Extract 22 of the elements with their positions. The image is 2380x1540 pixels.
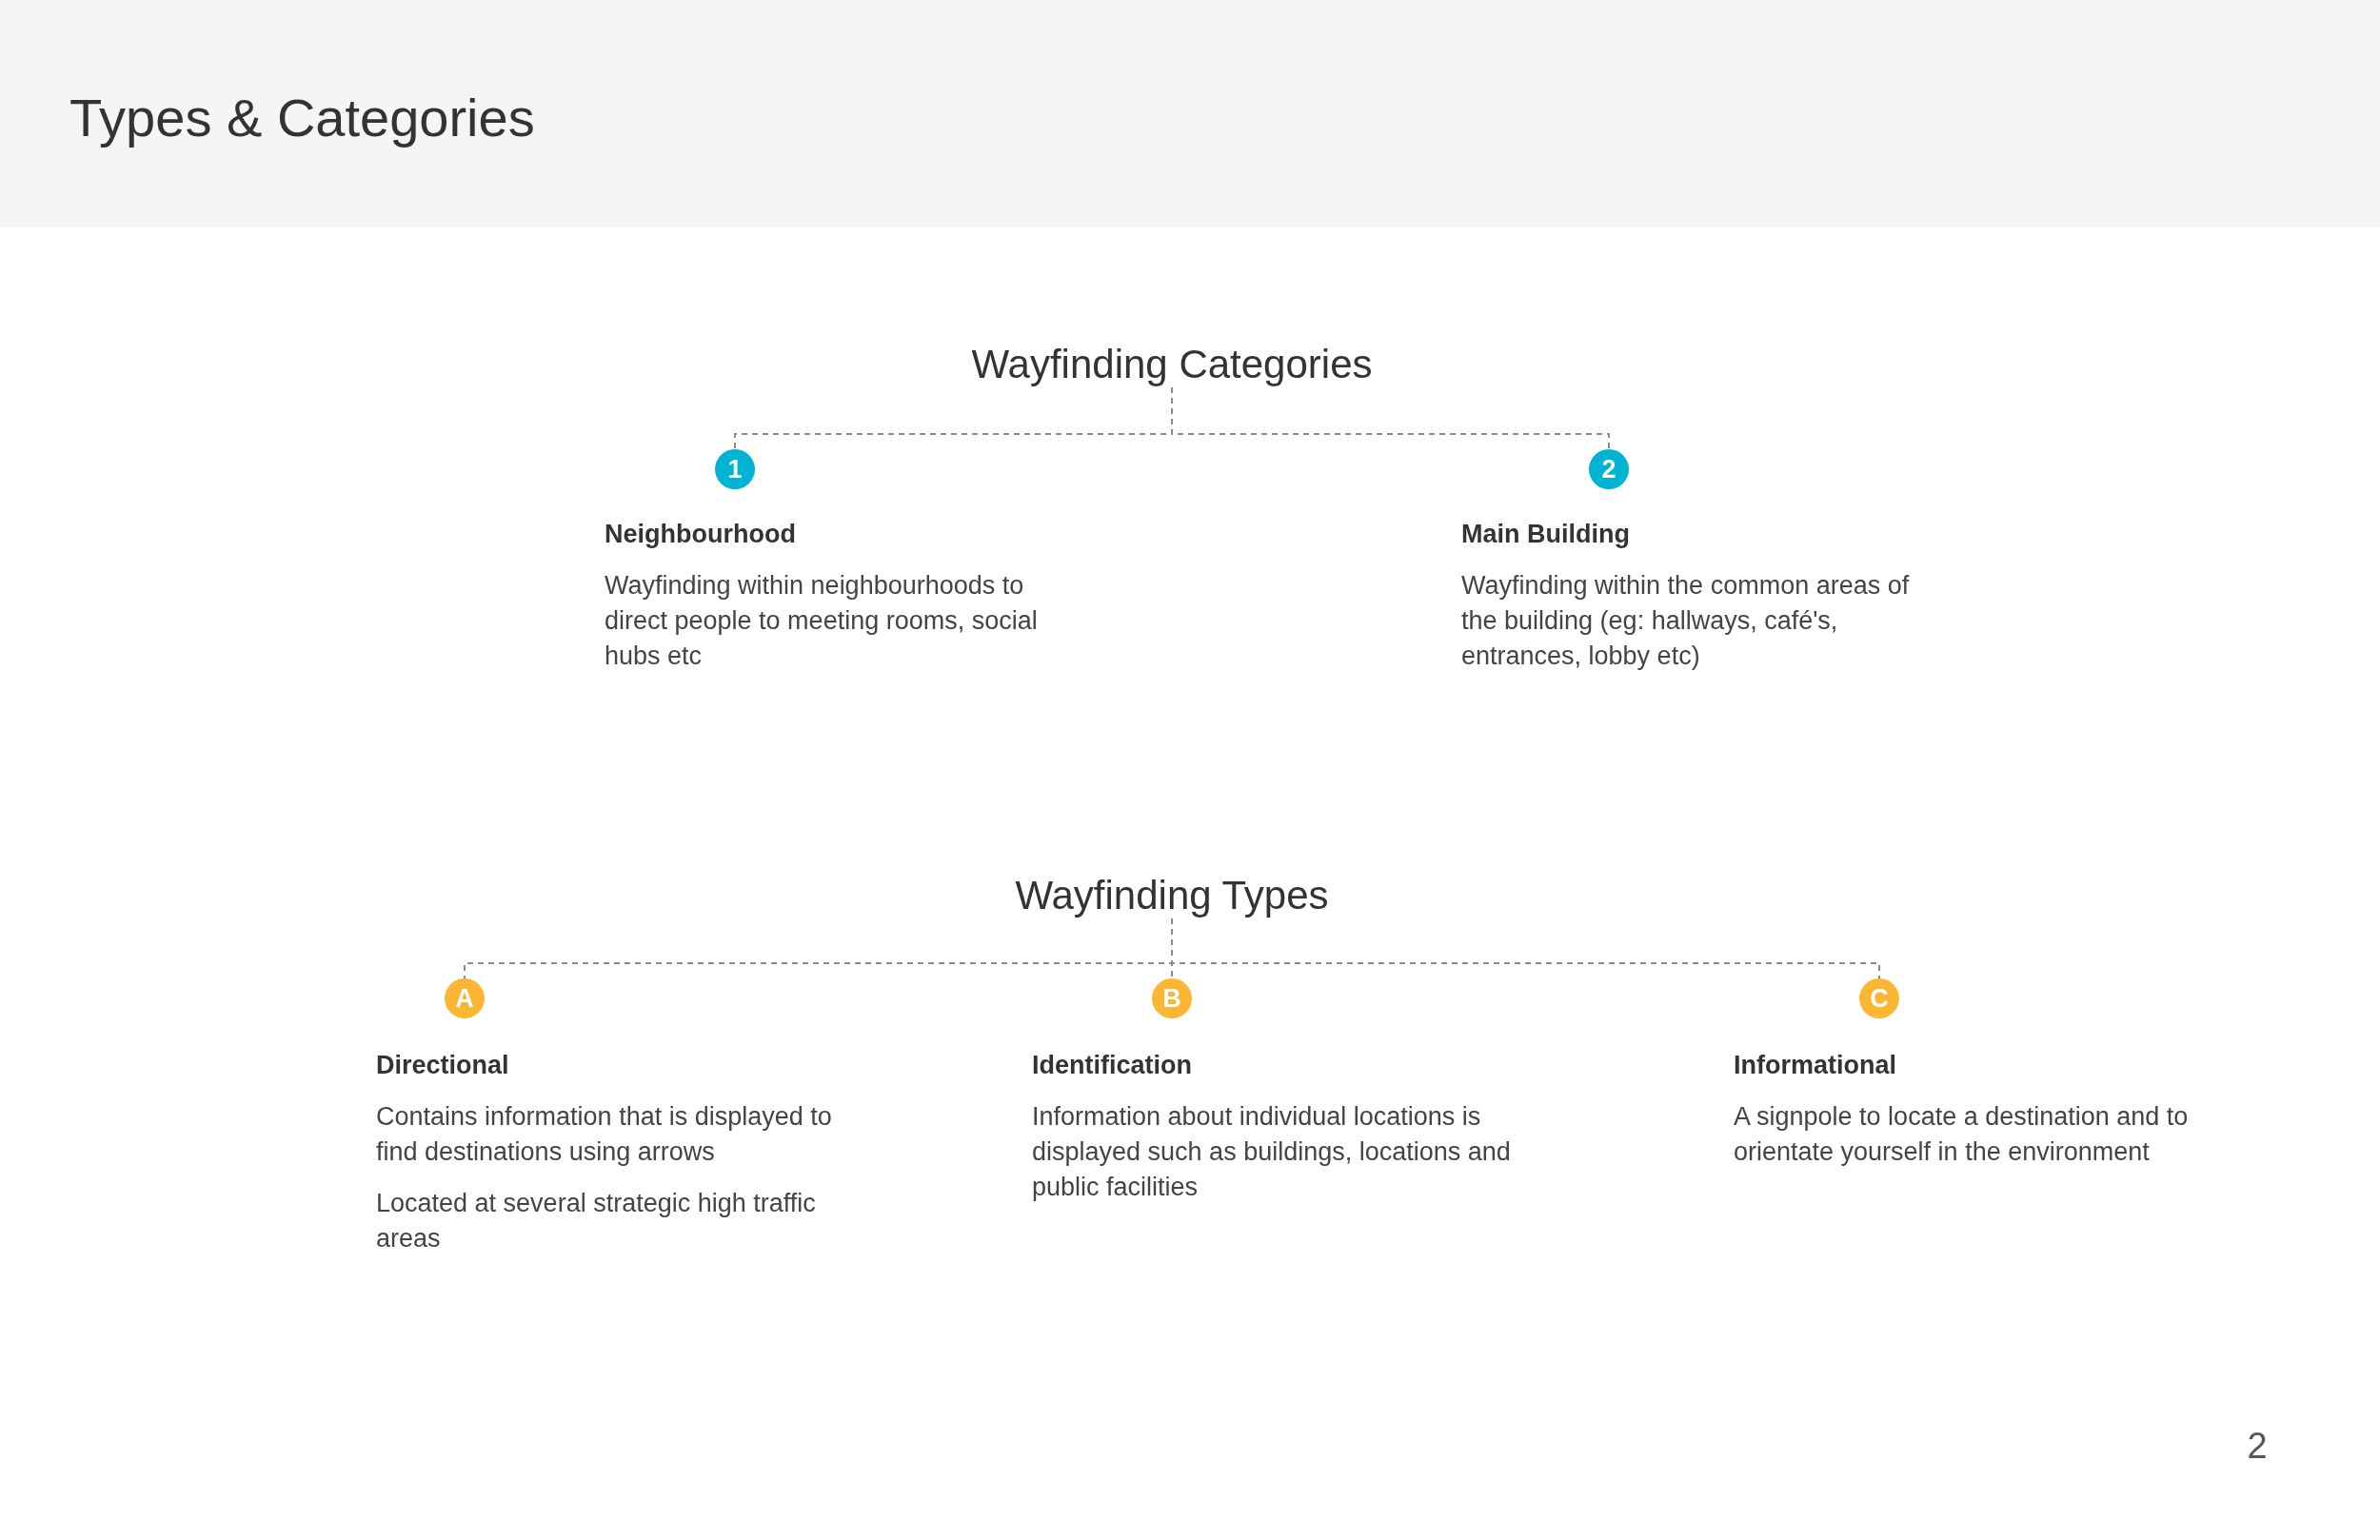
entry-description: Located at several strategic high traffic areas xyxy=(376,1188,817,1254)
page-number: 2 xyxy=(2247,1425,2268,1467)
letter-badge: B xyxy=(1152,978,1192,1018)
entry-heading: Informational xyxy=(1734,1050,1896,1080)
connector-line xyxy=(1171,386,1610,450)
entry-description: Information about individual locations is displayed such as buildings, locations and public facilities xyxy=(1032,1101,1512,1203)
entry-heading: Identification xyxy=(1032,1050,1192,1080)
number-badge: 2 xyxy=(1589,449,1629,489)
entry-description: Contains information that is displayed to find destinations using arrows xyxy=(376,1101,833,1168)
connector-line xyxy=(1171,918,1880,979)
entry-description: Wayfinding within the common areas of the building (eg: hallways, café's, entrances, lobby etc) xyxy=(1461,570,1911,672)
entry-heading: Main Building xyxy=(1461,519,1630,549)
entry-description: A signpole to locate a destination and to orientate yourself in the environment xyxy=(1734,1101,2190,1168)
section-heading: Wayfinding Types xyxy=(1015,873,1329,918)
number-badge: 1 xyxy=(715,449,755,489)
page-title: Types & Categories xyxy=(69,87,535,149)
letter-badge: C xyxy=(1859,978,1899,1018)
entry-description: Wayfinding within neighbourhoods to direct people to meeting rooms, social hubs etc xyxy=(605,570,1039,672)
entry-heading: Neighbourhood xyxy=(605,519,796,549)
section-heading: Wayfinding Categories xyxy=(971,342,1373,387)
letter-badge: A xyxy=(445,978,485,1018)
entry-heading: Directional xyxy=(376,1050,509,1080)
